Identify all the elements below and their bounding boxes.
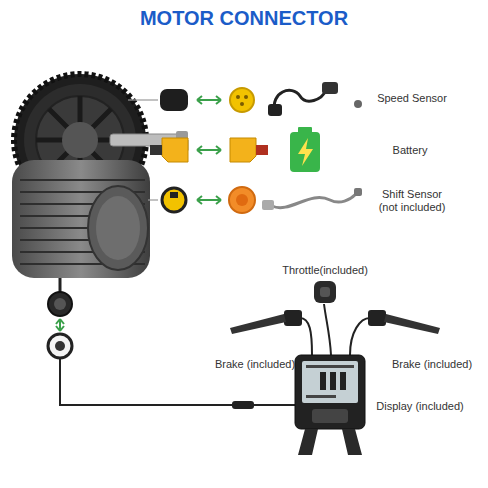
part-label: Brake (included) [392, 358, 472, 371]
speed-sensor-connectors [160, 82, 362, 116]
leader-lines [128, 100, 188, 200]
title: MOTOR CONNECTOR [140, 6, 348, 30]
display-unit [295, 355, 365, 455]
part-label: Shift Sensor (not included) [372, 188, 452, 214]
battery-connectors [150, 127, 320, 172]
motor-body [12, 131, 188, 278]
part-label: Throttle(included) [282, 264, 368, 277]
main-cable [48, 278, 295, 409]
part-label: Speed Sensor [377, 92, 447, 105]
part-label: Battery [393, 144, 428, 157]
shift-sensor-connectors [162, 187, 362, 213]
handlebar-controls [230, 281, 440, 355]
part-label: Display (included) [376, 400, 463, 413]
part-label: Brake (included) [215, 358, 295, 371]
